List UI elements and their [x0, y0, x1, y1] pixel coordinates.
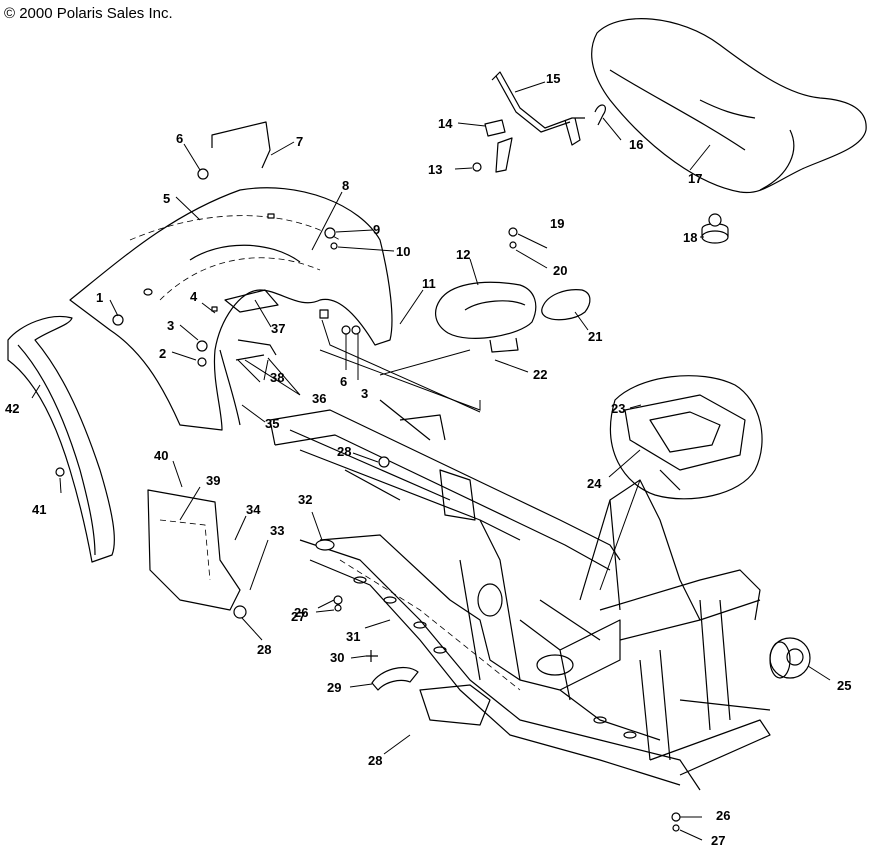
seat-part [591, 18, 867, 194]
callout-5: 5 [163, 191, 170, 206]
callout-18: 18 [683, 230, 697, 245]
callout-23: 23 [611, 401, 625, 416]
callout-29: 29 [327, 680, 341, 695]
callout-35: 35 [265, 416, 279, 431]
callout-22: 22 [533, 367, 547, 382]
callout-19: 19 [550, 216, 564, 231]
callout-27b: 27 [711, 833, 725, 847]
tray-part [434, 281, 537, 353]
hub-part [769, 637, 811, 679]
callout-labels: 6 7 5 8 9 10 11 1 4 3 2 37 6 3 38 36 35 … [5, 71, 851, 848]
callout-9: 9 [373, 222, 380, 237]
callout-25: 25 [837, 678, 851, 693]
seat-latch-part [472, 71, 606, 173]
callout-4: 4 [190, 289, 198, 304]
main-frame-part [269, 399, 771, 791]
callout-14: 14 [438, 116, 453, 131]
callout-20: 20 [553, 263, 567, 278]
callout-11: 11 [422, 276, 436, 291]
callout-30: 30 [330, 650, 344, 665]
mud-flap-part [147, 489, 241, 611]
callout-12: 12 [456, 247, 470, 262]
callout-13: 13 [428, 162, 442, 177]
callout-34: 34 [246, 502, 261, 517]
callout-3: 3 [167, 318, 174, 333]
callout-39: 39 [206, 473, 220, 488]
callout-21: 21 [588, 329, 602, 344]
callout-27a: 27 [291, 609, 305, 624]
leader-lines [31, 81, 831, 841]
callout-40: 40 [154, 448, 168, 463]
callout-6: 6 [176, 131, 183, 146]
callout-28c: 28 [368, 753, 382, 768]
callout-15: 15 [546, 71, 560, 86]
callout-38: 38 [270, 370, 284, 385]
callout-7: 7 [296, 134, 303, 149]
seat-bumper-part [701, 213, 729, 244]
callout-28a: 28 [337, 444, 351, 459]
callout-28b: 28 [257, 642, 271, 657]
callout-2: 2 [159, 346, 166, 361]
callout-42: 42 [5, 401, 19, 416]
rack-bracket-part [211, 121, 271, 169]
fender-extension-part [7, 316, 115, 563]
detail-inset [599, 375, 763, 591]
callout-6b: 6 [340, 374, 347, 389]
callout-1: 1 [96, 290, 103, 305]
rear-fender-part [69, 187, 393, 431]
callout-31: 31 [346, 629, 360, 644]
callout-41: 41 [32, 502, 46, 517]
callout-8: 8 [342, 178, 349, 193]
callout-16: 16 [629, 137, 643, 152]
small-hardware [55, 168, 681, 832]
callout-3b: 3 [361, 386, 368, 401]
callout-36: 36 [312, 391, 326, 406]
copyright-notice: © 2000 Polaris Sales Inc. [4, 5, 173, 22]
callout-24: 24 [587, 476, 602, 491]
callout-26b: 26 [716, 808, 730, 823]
cover-part [541, 289, 591, 321]
callout-37: 37 [271, 321, 285, 336]
callout-33: 33 [270, 523, 284, 538]
callout-10: 10 [396, 244, 410, 259]
callout-17: 17 [688, 171, 702, 186]
callout-26a: 26 [294, 605, 308, 620]
callout-32: 32 [298, 492, 312, 507]
